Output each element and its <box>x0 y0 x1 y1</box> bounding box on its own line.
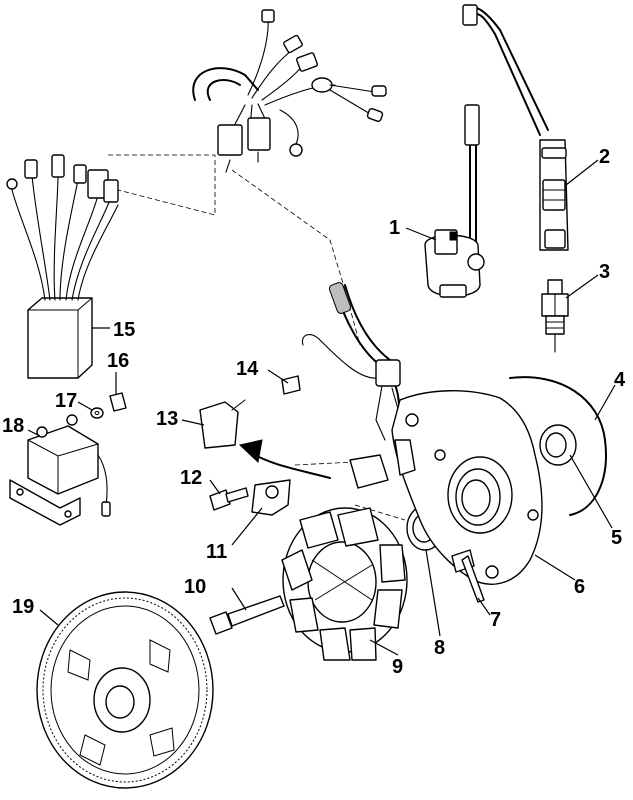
leader-lines <box>27 159 616 656</box>
cdi-box <box>6 154 119 379</box>
flywheel <box>36 591 214 789</box>
callout-9: 9 <box>392 656 403 678</box>
wiring-harness <box>192 9 387 173</box>
screw-7 <box>451 549 485 603</box>
callout-3: 3 <box>599 261 610 283</box>
washer-17 <box>90 407 104 419</box>
direction-arrow <box>238 439 331 479</box>
screw-16 <box>109 392 127 412</box>
callout-12: 12 <box>180 467 202 489</box>
screw-14 <box>281 375 301 395</box>
starter-solenoid <box>9 414 111 526</box>
callout-labels: 1 2 3 4 5 6 7 8 9 10 11 12 13 14 15 16 1… <box>2 146 626 678</box>
callout-16: 16 <box>107 350 129 372</box>
pulse-sensor <box>199 399 246 449</box>
callout-14: 14 <box>236 358 259 380</box>
callout-13: 13 <box>156 408 178 430</box>
o-ring <box>509 376 607 516</box>
spark-plug-cap <box>462 4 569 251</box>
callout-6: 6 <box>574 576 585 598</box>
callout-11: 11 <box>206 541 227 563</box>
callout-7: 7 <box>490 609 501 631</box>
callout-5: 5 <box>611 527 622 549</box>
callout-18: 18 <box>2 415 24 437</box>
callout-4: 4 <box>614 369 626 391</box>
clamp <box>251 479 291 516</box>
stator-coil <box>281 507 408 661</box>
ignition-coil <box>424 104 485 298</box>
callout-19: 19 <box>12 596 34 618</box>
callout-2: 2 <box>599 146 610 168</box>
screw-12 <box>209 487 249 511</box>
stator-wire-loom <box>301 282 405 441</box>
spark-plug <box>541 279 569 353</box>
callout-10: 10 <box>184 576 206 598</box>
stator-plate <box>391 390 543 585</box>
pickup-block <box>349 439 416 489</box>
callout-1: 1 <box>389 217 400 239</box>
callout-8: 8 <box>434 637 445 659</box>
screw-10 <box>209 595 285 635</box>
oil-seal-outer <box>539 424 577 466</box>
callout-15: 15 <box>113 319 135 341</box>
callout-17: 17 <box>55 390 77 412</box>
